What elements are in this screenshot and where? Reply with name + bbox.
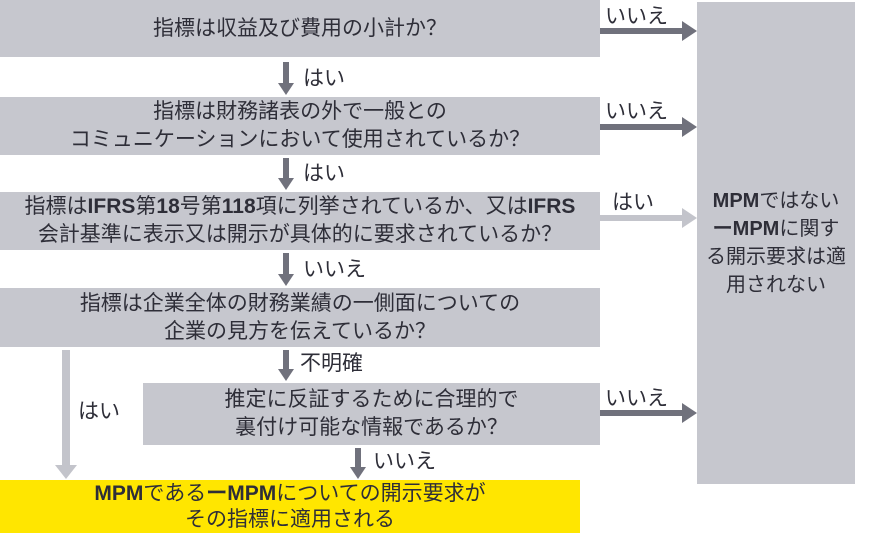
decision-q5-text-line1: 推定に反証するために合理的で	[224, 388, 519, 411]
arrow-q2-to-q3-down-icon	[278, 158, 294, 190]
edge-label-q5-no-down: いいえ	[373, 450, 436, 473]
decision-q5-text-line2: 裏付け可能な情報であるか？	[235, 416, 508, 439]
edge-label-q1-yes: はい	[303, 67, 345, 90]
result-is-mpm: MPMであるーMPMについての開示要求が その指標に適用される	[0, 480, 580, 533]
edge-label-q2-no: いいえ	[605, 100, 668, 123]
result-is-mpm-text-line2: その指標に適用される	[185, 507, 395, 531]
decision-q3-text-line2: 会計基準に表示又は開示が具体的に要求されているか？	[37, 223, 563, 246]
result-not-mpm-text-line4: 用されない	[726, 274, 826, 296]
result-not-mpm-text-line2: ーMPMに関す	[712, 218, 840, 240]
decision-q4-text-line1: 指標は企業全体の財務業績の一側面についての	[79, 291, 521, 315]
decision-q3-ifrs-listed: 指標はIFRS第18号第118項に列挙されているか、又はIFRS 会計基準に表示…	[0, 192, 600, 250]
decision-q4-text-line2: 企業の見方を伝えているか？	[164, 319, 436, 343]
edge-label-q4-yes: はい	[78, 400, 120, 423]
result-not-mpm-text-line1: MPMではない	[712, 190, 840, 212]
arrow-q2-no-right-icon	[600, 117, 697, 137]
arrow-q5-to-result-down-icon	[350, 448, 366, 479]
edge-label-q4-unclear: 不明確	[300, 352, 363, 375]
decision-q1-text: 指標は収益及び費用の小計か？	[153, 16, 447, 40]
arrow-q4-yes-to-result-icon	[55, 350, 77, 479]
arrow-q4-to-q5-down-icon	[278, 350, 294, 381]
edge-label-q2-yes: はい	[303, 162, 345, 185]
edge-label-q5-no-right: いいえ	[605, 387, 668, 410]
decision-q3-text-line1: 指標はIFRS第18号第118項に列挙されているか、又はIFRS	[24, 195, 576, 218]
decision-q4-management-view: 指標は企業全体の財務業績の一側面についての 企業の見方を伝えているか？	[0, 288, 600, 347]
arrow-q5-no-right-icon	[600, 403, 697, 423]
edge-label-q3-yes: はい	[612, 191, 654, 214]
arrow-q1-no-right-icon	[600, 21, 697, 41]
decision-q2-text-line1: 指標は財務諸表の外で一般との	[153, 100, 447, 123]
edge-label-q1-no: いいえ	[605, 5, 668, 28]
decision-q2-public-communication: 指標は財務諸表の外で一般との コミュニケーションにおいて使用されているか？	[0, 97, 600, 155]
arrow-q1-to-q2-down-icon	[278, 62, 294, 95]
edge-label-q3-no: いいえ	[303, 258, 366, 281]
result-not-mpm: MPMではない ーMPMに関す る開示要求は適 用されない	[697, 2, 855, 484]
result-is-mpm-text-line1: MPMであるーMPMについての開示要求が	[94, 481, 486, 505]
result-not-mpm-text-line3: る開示要求は適	[706, 246, 846, 268]
arrow-q3-yes-right-icon	[600, 208, 697, 228]
arrow-q3-to-q4-down-icon	[278, 253, 294, 286]
decision-q1-subtotal: 指標は収益及び費用の小計か？	[0, 0, 600, 57]
decision-q5-rebut-presumption: 推定に反証するために合理的で 裏付け可能な情報であるか？	[143, 383, 600, 445]
decision-q2-text-line2: コミュニケーションにおいて使用されているか？	[69, 128, 531, 151]
